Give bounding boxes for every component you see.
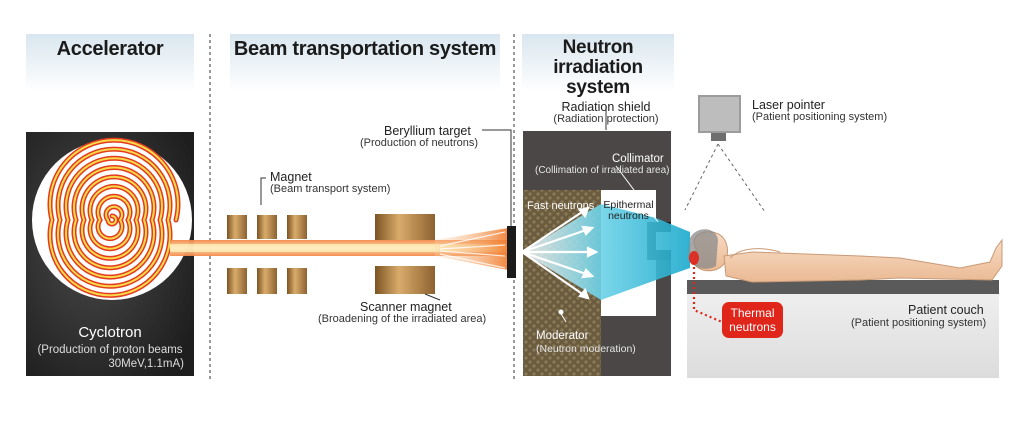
moderator-sub: (Neutron moderation) (536, 343, 636, 355)
thermal-neutrons-badge (722, 302, 783, 338)
beryllium-target (507, 226, 516, 278)
fast-neutrons-label: Fast neutrons (527, 200, 595, 212)
magnet-top-2 (257, 215, 277, 239)
header-beam: Beam transportation system (230, 34, 500, 92)
beam-cone (435, 228, 508, 270)
magnet-label: Magnet (270, 170, 312, 184)
tumor-spot (689, 251, 699, 265)
header-neutron: Neutron irradiation system (522, 34, 674, 98)
beryllium-sub: (Production of neutrons) (360, 137, 479, 149)
neutron-arrows (521, 206, 599, 300)
laser-label: Laser pointer (752, 98, 825, 112)
magnet-bot-2 (257, 268, 277, 294)
patient-body (693, 231, 1003, 283)
header-accelerator: Accelerator (26, 34, 194, 92)
scanner-sub: (Broadening of the irradiated area) (318, 313, 487, 325)
scanner-label: Scanner magnet (360, 300, 452, 314)
header-accelerator-text: Accelerator (56, 38, 164, 60)
cyclotron-label: Cyclotron (78, 324, 142, 341)
header-neutron-line2: system (566, 77, 630, 98)
cyclotron-spiral (47, 137, 181, 298)
cyclotron-sub1: (Production of proton beams (37, 344, 183, 356)
shield-label: Radiation shield (561, 100, 651, 114)
thermal-label-2: neutrons (729, 320, 776, 334)
collimator-sub: (Collimation of irradiated area) (535, 165, 670, 176)
couch-sub: (Patient positioning system) (851, 317, 987, 329)
epithermal-label-2: neutrons (608, 210, 649, 222)
magnet-top-3 (287, 215, 307, 239)
cyclotron-sub2: 30MeV,1.1mA) (108, 358, 184, 370)
header-neutron-line1: Neutron irradiation (553, 37, 643, 78)
beryllium-label: Beryllium target (384, 124, 471, 138)
neutron-beam (522, 204, 690, 300)
magnet-top-1 (227, 215, 247, 239)
scanner-magnet-top (375, 214, 435, 240)
couch-label: Patient couch (908, 303, 984, 317)
header-beam-text: Beam transportation system (233, 38, 497, 60)
epithermal-label-1: Epithermal (603, 199, 654, 211)
magnet-bot-1 (227, 268, 247, 294)
moderator-label: Moderator (536, 330, 589, 342)
scanner-magnet-bottom (375, 266, 435, 294)
shield-sub: (Radiation protection) (553, 113, 659, 125)
collimator-label: Collimator (612, 153, 664, 165)
thermal-label-1: Thermal (730, 306, 775, 320)
magnet-group (227, 215, 307, 294)
laser-sub: (Patient positioning system) (752, 111, 888, 123)
magnet-sub: (Beam transport system) (270, 183, 391, 195)
magnet-bot-3 (287, 268, 307, 294)
header-neutron-text: Neutron irradiation system (522, 38, 674, 98)
